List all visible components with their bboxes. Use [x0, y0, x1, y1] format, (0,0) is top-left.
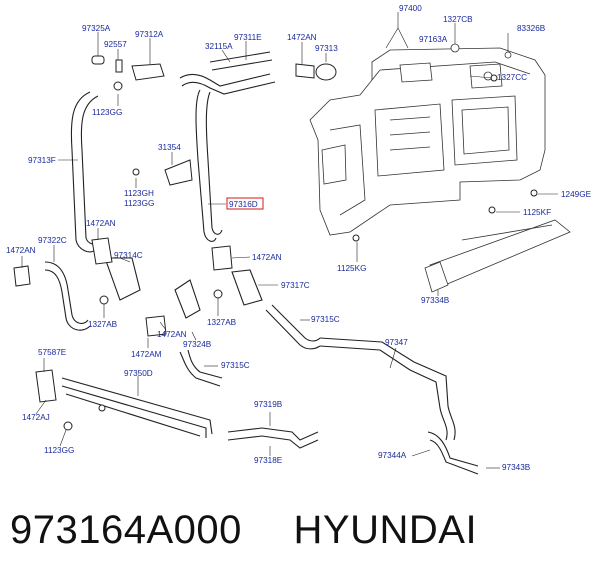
hoses: [44, 51, 479, 475]
label-97324B: 97324B: [183, 340, 212, 349]
label-97334B: 97334B: [421, 296, 450, 305]
label-1472AN-a: 1472AN: [287, 33, 317, 42]
label-97316D: 97316D: [229, 200, 258, 209]
footer-brand: HYUNDAI: [293, 508, 478, 552]
label-1125KG: 1125KG: [337, 264, 366, 273]
label-97347: 97347: [385, 338, 408, 347]
label-97319B: 97319B: [254, 400, 283, 409]
label-97314C: 97314C: [114, 251, 143, 260]
label-97163A: 97163A: [419, 35, 448, 44]
label-31354: 31354: [158, 143, 181, 152]
leader-lines: [21, 12, 558, 469]
label-1123GG-a: 1123GG: [92, 108, 122, 117]
label-97318E: 97318E: [254, 456, 283, 465]
label-32115A: 32115A: [205, 42, 233, 51]
label-1472AN-d: 1472AN: [252, 253, 282, 262]
label-1249GE: 1249GE: [561, 190, 592, 199]
label-97317C: 97317C: [281, 281, 310, 290]
label-1123GG-c: 1123GG: [44, 446, 74, 455]
label-97400: 97400: [399, 4, 422, 13]
label-1472AJ: 1472AJ: [22, 413, 50, 422]
highlight-box-97316D: [226, 197, 264, 210]
label-97350D: 97350D: [124, 369, 153, 378]
label-97313: 97313: [315, 44, 338, 53]
label-1123GH: 1123GH: [124, 189, 154, 198]
label-97313F: 97313F: [28, 156, 56, 165]
label-1472AN-b: 1472AN: [86, 219, 116, 228]
label-97344A: 97344A: [378, 451, 407, 460]
label-1123GG-b: 1123GG: [124, 199, 154, 208]
part-labels: 97325A 92557 97312A 32115A 97311E 1472AN…: [6, 4, 592, 472]
label-97315C-b: 97315C: [221, 361, 250, 370]
label-1327AB-b: 1327AB: [207, 318, 237, 327]
heater-unit: [309, 43, 546, 236]
footer-caption: 973164A000 HYUNDAI: [10, 508, 590, 568]
label-97312A: 97312A: [135, 30, 164, 39]
small-parts: [13, 55, 538, 431]
label-1327AB-a: 1327AB: [88, 320, 118, 329]
heater-bracket: [424, 219, 571, 293]
label-97322C: 97322C: [38, 236, 67, 245]
footer-part-number: 973164A000: [10, 508, 242, 552]
label-1125KF: 1125KF: [523, 208, 551, 217]
label-1472AN-c: 1472AN: [6, 246, 36, 255]
label-83326B: 83326B: [517, 24, 546, 33]
label-92557: 92557: [104, 40, 127, 49]
label-57587E: 57587E: [38, 348, 67, 357]
label-97343B: 97343B: [502, 463, 531, 472]
label-97315C-a: 97315C: [311, 315, 340, 324]
label-1472AM: 1472AM: [131, 350, 162, 359]
label-1472AN-e: 1472AN: [157, 330, 187, 339]
label-97311E: 97311E: [234, 33, 262, 42]
label-1327CB: 1327CB: [443, 15, 473, 24]
label-1327CC: 1327CC: [497, 73, 527, 82]
label-97325A: 97325A: [82, 24, 111, 33]
